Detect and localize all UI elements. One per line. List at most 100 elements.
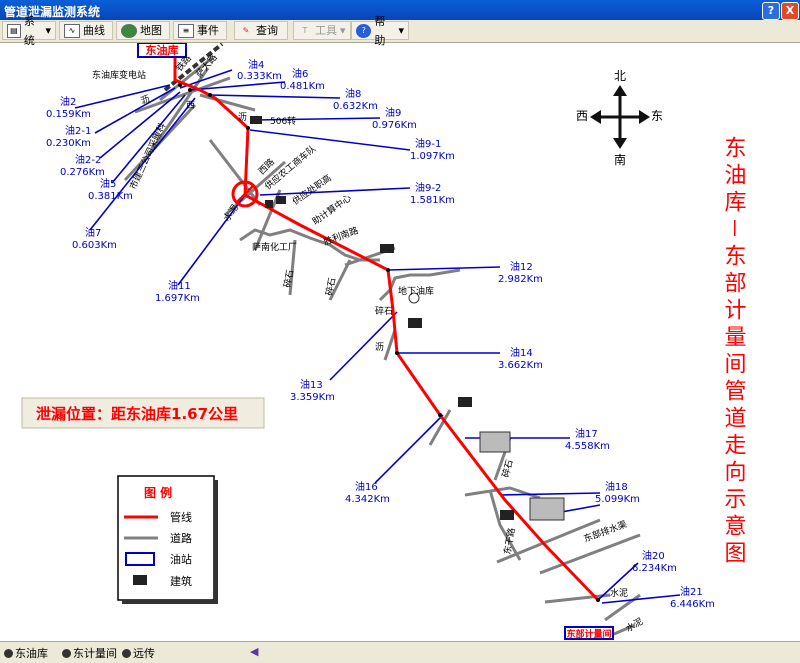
well-dist: 0.481Km — [280, 81, 325, 92]
help-window-button[interactable]: ? — [762, 2, 780, 20]
building-icon — [133, 575, 147, 585]
label-506: 506转 — [270, 115, 296, 127]
roads — [123, 56, 641, 642]
road — [134, 76, 231, 114]
railway — [163, 42, 224, 92]
well-labels: 油4 0.333Km 油6 0.481Km 油8 0.632Km 油9 0.97… — [46, 58, 715, 610]
legend-pipeline: 管线 — [170, 510, 192, 524]
label-gravel1: 碎石 — [281, 269, 296, 289]
well-dist: 0.276Km — [60, 167, 105, 178]
branch-line — [387, 266, 501, 271]
branch-line — [259, 187, 411, 196]
station-start-box[interactable] — [137, 42, 187, 58]
well-dist: 6.234Km — [632, 563, 677, 574]
well-dist: 4.342Km — [345, 494, 390, 505]
road — [208, 139, 262, 206]
map-button[interactable]: 地图 — [116, 21, 170, 40]
well-dist: 0.333Km — [237, 71, 282, 82]
arrow-north-icon — [613, 85, 627, 96]
leak-marker[interactable] — [231, 180, 259, 208]
branch-line — [499, 492, 601, 496]
road — [544, 593, 611, 604]
road — [159, 56, 213, 102]
well-name: 油8 — [345, 87, 361, 100]
junction — [178, 83, 182, 87]
label-shuini2: 水泥 — [610, 587, 628, 599]
drain-road — [496, 518, 601, 564]
label-supply2: 供应处职高 — [290, 172, 334, 208]
branch-line — [597, 562, 639, 601]
well-dist: 0.603Km — [72, 240, 117, 251]
status-dot-icon — [62, 648, 71, 658]
chevron-down-icon: ▾ — [45, 24, 51, 37]
status-dot-icon — [4, 648, 13, 658]
well-dist: 1.097Km — [410, 151, 455, 162]
system-menu-button[interactable]: ▤系统▾ — [2, 15, 56, 47]
leak-info-box — [21, 397, 265, 429]
road — [143, 67, 210, 161]
label-underground: 地下油库 — [398, 285, 434, 297]
well-dist: 1.697Km — [155, 293, 200, 304]
well-name: 油12 — [510, 260, 533, 273]
well-name: 油18 — [605, 480, 628, 493]
query-button[interactable]: ✎查询 — [234, 21, 288, 40]
legend-building: 建筑 — [170, 574, 192, 588]
road — [383, 329, 397, 361]
well-name: 油9-2 — [415, 181, 441, 194]
building-icon — [265, 200, 273, 208]
well-dist: 3.662Km — [498, 360, 543, 371]
label-li1: 沥 — [139, 93, 151, 106]
drain-road — [539, 533, 641, 575]
system-icon: ▤ — [7, 23, 21, 38]
well-dist: 0.381Km — [88, 191, 133, 202]
label-sanan-chem: 萨南化工厂 — [252, 241, 297, 253]
event-button[interactable]: ≡事件 — [173, 21, 227, 40]
well-dist: 0.976Km — [372, 120, 417, 131]
branch-line — [254, 117, 381, 121]
building-icon — [479, 431, 511, 453]
legend-road: 道路 — [170, 531, 192, 545]
globe-icon — [121, 23, 137, 38]
speaker-icon[interactable]: ◀ — [250, 645, 259, 658]
main-pipeline — [173, 52, 600, 602]
label-gravel2: 碎石 — [323, 277, 338, 297]
status-item-remote[interactable]: 远传 — [122, 645, 155, 661]
legend-title: 图 例 — [144, 485, 172, 500]
branch-line — [329, 311, 398, 381]
window-title: 管道泄漏监测系统 — [4, 5, 101, 19]
building-icon — [458, 397, 472, 407]
title-bar: 管道泄漏监测系统 ? X — [0, 0, 800, 20]
well-name: 油13 — [300, 378, 323, 391]
station-end-box[interactable] — [564, 626, 614, 640]
well-name: 油2-2 — [75, 153, 101, 166]
curve-button[interactable]: ∿曲线 — [59, 21, 113, 40]
status-item-meter[interactable]: 东计量间 — [62, 645, 117, 661]
junction — [438, 413, 442, 417]
label-xi: 西 — [186, 100, 195, 111]
label-li2: 沥 — [238, 112, 247, 123]
close-button[interactable]: X — [781, 2, 799, 20]
compass: 北 南 西 东 — [576, 69, 663, 167]
label-shuini3: 水泥 — [624, 615, 646, 634]
road — [199, 93, 256, 112]
leak-info-text: 泄漏位置：距东油库1.67公里 — [36, 405, 238, 423]
road — [428, 409, 452, 446]
well-name: 油2 — [60, 95, 76, 108]
road — [288, 239, 297, 296]
pipeline-map: 东油库 东部计量间 东油库变电站 铁路 萨大路 沥 西 沥 506转 市建三公司… — [0, 42, 800, 642]
compass-west: 西 — [576, 109, 588, 123]
well-name: 油21 — [680, 585, 703, 598]
arrow-south-icon — [613, 138, 627, 149]
compass-east: 东 — [651, 109, 663, 123]
hammer-icon: T — [302, 25, 308, 35]
branch-line — [74, 84, 171, 109]
status-item-depot[interactable]: 东油库 — [4, 645, 48, 661]
building-icon — [380, 244, 394, 253]
branch-line — [601, 594, 681, 604]
well-dist: 2.982Km — [498, 274, 543, 285]
help-menu-button[interactable]: ?帮助▾ — [351, 15, 409, 47]
building-icon — [250, 116, 262, 124]
label-li3: 沥 — [375, 342, 384, 353]
